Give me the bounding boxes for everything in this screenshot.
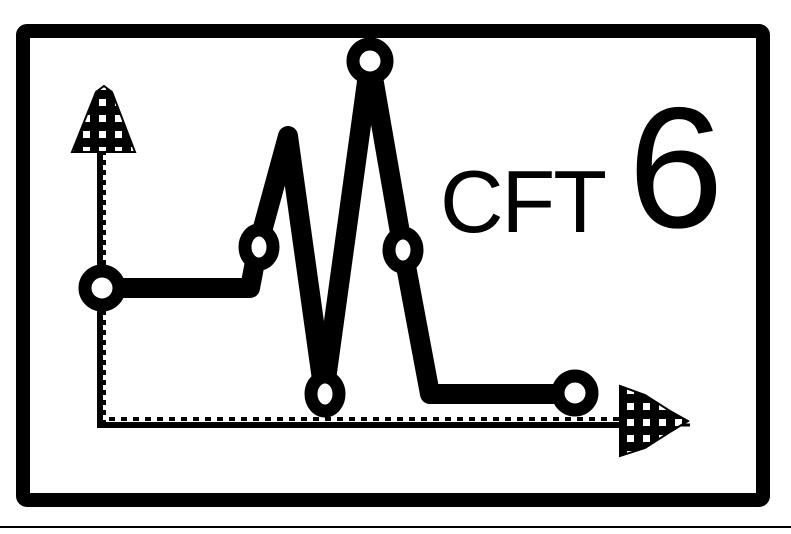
hollow-circle-icon <box>78 264 126 312</box>
hollow-circle-icon <box>304 370 346 418</box>
hollow-circle-icon <box>238 223 280 271</box>
frame-border <box>16 24 770 507</box>
logo-text-number: 6 <box>628 72 724 264</box>
checkered-right-arrow-icon <box>619 384 690 458</box>
hollow-circle-icon <box>346 37 394 85</box>
hollow-circle-icon <box>382 226 424 274</box>
logo-text-prefix: CFT <box>440 152 607 251</box>
hollow-circle-icon <box>551 369 599 417</box>
signal-nodes <box>78 37 599 418</box>
checkered-up-arrow-icon <box>70 84 137 153</box>
bottom-divider <box>0 526 791 528</box>
x-axis <box>97 417 690 428</box>
